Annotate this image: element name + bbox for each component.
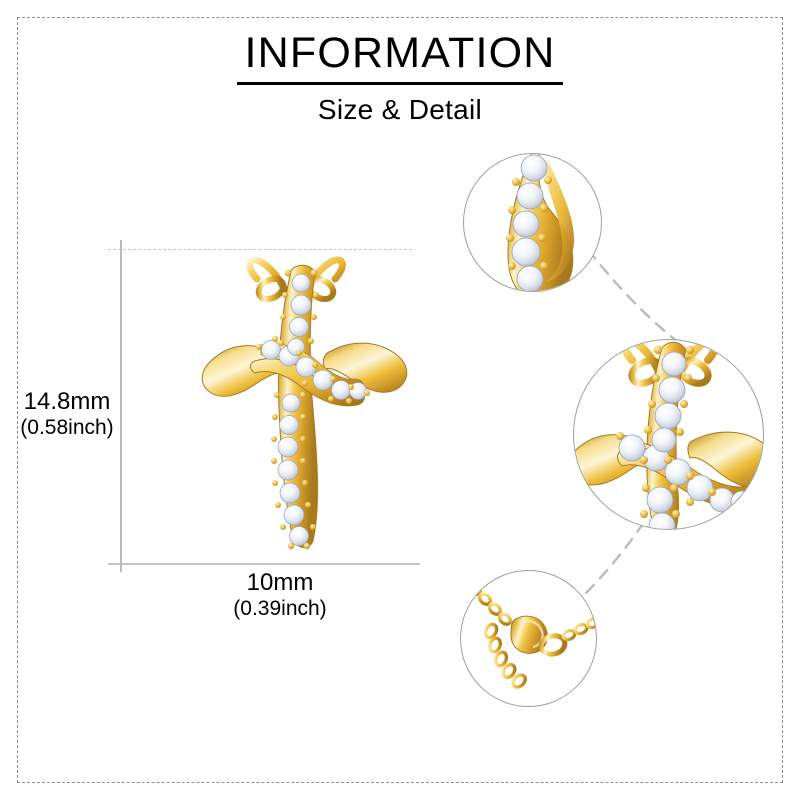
- detail-circle-clasp: [460, 570, 597, 707]
- chain-strand-right: [561, 616, 596, 642]
- dimension-guide-vertical: [120, 240, 122, 572]
- dimension-guide-bottom: [108, 563, 420, 565]
- cross-center-icon: [574, 340, 763, 529]
- main-pendant-illustration: [185, 243, 430, 563]
- stone-set-band-icon: [506, 154, 574, 291]
- milgrain-beads: [256, 269, 370, 550]
- page-subtitle: Size & Detail: [317, 93, 483, 125]
- page-header: INFORMATION Size & Detail: [0, 29, 800, 126]
- height-value-mm: 14.8mm: [23, 388, 111, 415]
- band-beads: [506, 176, 552, 270]
- chain-strand-extension: [483, 622, 527, 689]
- height-dimension-label: 14.8mm (0.58inch): [16, 388, 118, 439]
- page-dashed-border: [17, 17, 783, 783]
- band-stones: [511, 154, 548, 291]
- pave-top-band: [287, 273, 312, 356]
- width-value-mm: 10mm: [246, 569, 314, 596]
- detail-circle-band: [463, 153, 602, 292]
- dimension-guide-top: [108, 249, 412, 250]
- height-value-inch: (0.58inch): [20, 415, 114, 439]
- page-title: INFORMATION: [244, 29, 556, 77]
- pave-lower-band: [277, 393, 309, 546]
- title-underline: [237, 81, 563, 85]
- clasp-ring: [538, 633, 568, 657]
- lobster-clasp: [510, 615, 548, 654]
- chain-clasp-icon: [467, 582, 596, 689]
- width-value-inch: (0.39inch): [233, 596, 327, 620]
- width-dimension-label: 10mm (0.39inch): [170, 569, 390, 620]
- center-pave-vertical: [646, 351, 687, 529]
- detail-circle-cross-center: [573, 339, 764, 530]
- cross-pendant-icon: [201, 256, 408, 550]
